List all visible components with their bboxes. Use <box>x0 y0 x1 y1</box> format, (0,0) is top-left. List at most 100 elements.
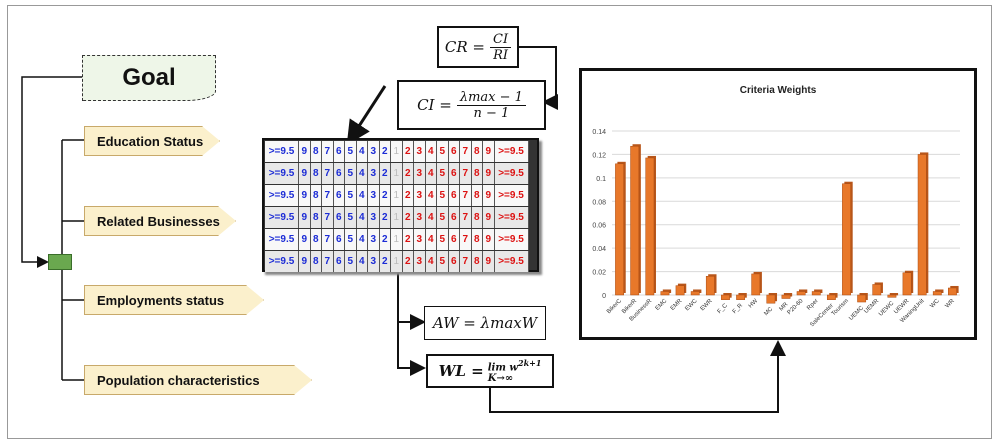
matrix-cell-left[interactable]: >=9.5 <box>265 251 299 272</box>
matrix-cell-left[interactable]: 5 <box>345 229 357 250</box>
matrix-cell-left[interactable]: 7 <box>322 251 334 272</box>
matrix-cell-right[interactable]: 4 <box>425 185 437 206</box>
matrix-cell-equal[interactable]: 1 <box>391 251 403 272</box>
matrix-cell-right[interactable]: 7 <box>460 251 472 272</box>
matrix-cell-right[interactable]: 3 <box>414 207 426 228</box>
matrix-cell-left[interactable]: >=9.5 <box>265 141 299 162</box>
matrix-cell-left[interactable]: 4 <box>356 163 368 184</box>
matrix-cell-right[interactable]: 9 <box>483 251 495 272</box>
matrix-cell-left[interactable]: 2 <box>379 163 391 184</box>
matrix-cell-left[interactable]: 2 <box>379 251 391 272</box>
matrix-cell-left[interactable]: 7 <box>322 229 334 250</box>
matrix-cell-right[interactable]: 8 <box>471 207 483 228</box>
matrix-cell-right[interactable]: 9 <box>483 207 495 228</box>
matrix-cell-right[interactable]: 8 <box>471 163 483 184</box>
matrix-cell-right[interactable]: 9 <box>483 141 495 162</box>
matrix-cell-equal[interactable]: 1 <box>391 229 403 250</box>
matrix-cell-equal[interactable]: 1 <box>391 141 403 162</box>
matrix-cell-right[interactable]: >=9.5 <box>494 163 529 184</box>
matrix-cell-left[interactable]: >=9.5 <box>265 163 299 184</box>
matrix-cell-left[interactable]: 4 <box>356 141 368 162</box>
matrix-cell-left[interactable]: 3 <box>368 251 380 272</box>
matrix-cell-left[interactable]: 8 <box>310 251 322 272</box>
matrix-cell-left[interactable]: 9 <box>299 163 311 184</box>
matrix-cell-left[interactable]: 4 <box>356 251 368 272</box>
matrix-cell-left[interactable]: 7 <box>322 185 334 206</box>
matrix-cell-right[interactable]: 2 <box>402 141 414 162</box>
matrix-cell-left[interactable]: 9 <box>299 141 311 162</box>
matrix-cell-left[interactable]: 5 <box>345 207 357 228</box>
matrix-cell-right[interactable]: 4 <box>425 251 437 272</box>
matrix-cell-equal[interactable]: 1 <box>391 207 403 228</box>
matrix-cell-right[interactable]: 6 <box>448 141 460 162</box>
matrix-cell-right[interactable]: 5 <box>437 185 449 206</box>
matrix-cell-right[interactable]: 6 <box>448 163 460 184</box>
matrix-cell-left[interactable]: 6 <box>333 229 345 250</box>
matrix-cell-right[interactable]: 7 <box>460 141 472 162</box>
matrix-cell-right[interactable]: 5 <box>437 141 449 162</box>
matrix-cell-left[interactable]: 8 <box>310 207 322 228</box>
matrix-cell-right[interactable]: 4 <box>425 163 437 184</box>
matrix-cell-left[interactable]: 9 <box>299 251 311 272</box>
matrix-cell-left[interactable]: 2 <box>379 185 391 206</box>
matrix-cell-right[interactable]: 4 <box>425 207 437 228</box>
matrix-cell-left[interactable]: >=9.5 <box>265 207 299 228</box>
matrix-cell-left[interactable]: 9 <box>299 185 311 206</box>
matrix-cell-left[interactable]: 8 <box>310 229 322 250</box>
matrix-cell-right[interactable]: 3 <box>414 163 426 184</box>
matrix-cell-right[interactable]: >=9.5 <box>494 185 529 206</box>
matrix-cell-left[interactable]: 2 <box>379 207 391 228</box>
matrix-cell-equal[interactable]: 1 <box>391 163 403 184</box>
matrix-cell-right[interactable]: 4 <box>425 141 437 162</box>
matrix-cell-left[interactable]: 6 <box>333 207 345 228</box>
matrix-cell-left[interactable]: 2 <box>379 141 391 162</box>
matrix-cell-left[interactable]: 6 <box>333 141 345 162</box>
matrix-cell-right[interactable]: 3 <box>414 251 426 272</box>
matrix-cell-right[interactable]: 5 <box>437 163 449 184</box>
matrix-cell-left[interactable]: 3 <box>368 185 380 206</box>
matrix-cell-left[interactable]: 5 <box>345 251 357 272</box>
matrix-cell-right[interactable]: 4 <box>425 229 437 250</box>
matrix-cell-left[interactable]: 9 <box>299 229 311 250</box>
matrix-cell-left[interactable]: 8 <box>310 185 322 206</box>
matrix-cell-right[interactable]: 3 <box>414 141 426 162</box>
matrix-cell-right[interactable]: 5 <box>437 207 449 228</box>
matrix-cell-left[interactable]: >=9.5 <box>265 229 299 250</box>
matrix-cell-right[interactable]: 8 <box>471 185 483 206</box>
matrix-cell-left[interactable]: 7 <box>322 207 334 228</box>
matrix-cell-right[interactable]: 2 <box>402 229 414 250</box>
matrix-cell-right[interactable]: >=9.5 <box>494 207 529 228</box>
matrix-cell-right[interactable]: 2 <box>402 251 414 272</box>
matrix-cell-left[interactable]: 7 <box>322 163 334 184</box>
matrix-cell-right[interactable]: 2 <box>402 163 414 184</box>
matrix-cell-right[interactable]: 5 <box>437 229 449 250</box>
matrix-cell-left[interactable]: 4 <box>356 229 368 250</box>
matrix-cell-right[interactable]: 9 <box>483 163 495 184</box>
matrix-cell-right[interactable]: 8 <box>471 141 483 162</box>
matrix-cell-right[interactable]: 8 <box>471 229 483 250</box>
matrix-cell-right[interactable]: 2 <box>402 185 414 206</box>
matrix-cell-right[interactable]: 5 <box>437 251 449 272</box>
matrix-cell-right[interactable]: >=9.5 <box>494 141 529 162</box>
matrix-cell-left[interactable]: 3 <box>368 229 380 250</box>
matrix-cell-left[interactable]: 6 <box>333 251 345 272</box>
matrix-cell-right[interactable]: 6 <box>448 207 460 228</box>
matrix-cell-right[interactable]: 3 <box>414 185 426 206</box>
matrix-cell-left[interactable]: 8 <box>310 163 322 184</box>
matrix-cell-left[interactable]: 6 <box>333 185 345 206</box>
matrix-cell-left[interactable]: 4 <box>356 207 368 228</box>
matrix-cell-right[interactable]: >=9.5 <box>494 251 529 272</box>
matrix-cell-right[interactable]: 6 <box>448 185 460 206</box>
matrix-cell-left[interactable]: 7 <box>322 141 334 162</box>
matrix-cell-right[interactable]: 9 <box>483 229 495 250</box>
matrix-cell-left[interactable]: 4 <box>356 185 368 206</box>
matrix-cell-left[interactable]: >=9.5 <box>265 185 299 206</box>
matrix-cell-left[interactable]: 2 <box>379 229 391 250</box>
matrix-cell-left[interactable]: 6 <box>333 163 345 184</box>
matrix-cell-right[interactable]: 7 <box>460 229 472 250</box>
matrix-cell-left[interactable]: 5 <box>345 163 357 184</box>
matrix-cell-left[interactable]: 5 <box>345 185 357 206</box>
matrix-cell-right[interactable]: 6 <box>448 251 460 272</box>
matrix-cell-right[interactable]: 7 <box>460 185 472 206</box>
matrix-cell-right[interactable]: 7 <box>460 207 472 228</box>
